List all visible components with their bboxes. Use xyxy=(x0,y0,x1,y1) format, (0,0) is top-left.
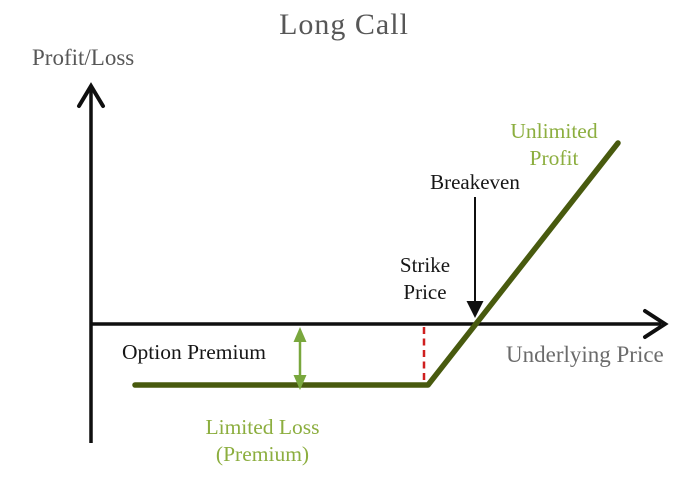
y-axis-label: Profit/Loss xyxy=(32,45,135,70)
strike-price-label: Strike Price xyxy=(383,252,467,306)
unlimited-profit-label-line2: Profit xyxy=(529,146,579,170)
option-premium-arrowhead-down-icon xyxy=(293,375,307,390)
limited-loss-label-line1: Limited Loss xyxy=(205,415,320,439)
limited-loss-label: Limited Loss (Premium) xyxy=(180,414,345,468)
x-axis-arrowhead-icon xyxy=(643,309,669,339)
strike-price-label-line2: Price xyxy=(403,280,447,304)
breakeven-arrowhead-icon xyxy=(466,301,484,318)
unlimited-profit-label: Unlimited Profit xyxy=(499,118,609,172)
strike-price-label-line1: Strike xyxy=(399,253,451,277)
long-call-payoff-line xyxy=(132,140,621,388)
unlimited-profit-label-line1: Unlimited xyxy=(510,119,598,143)
y-axis-arrowhead-icon xyxy=(77,82,105,108)
option-premium-arrowhead-up-icon xyxy=(293,327,307,342)
x-axis-label: Underlying Price xyxy=(506,342,664,367)
breakeven-label: Breakeven xyxy=(430,170,520,194)
option-premium-label: Option Premium xyxy=(122,340,266,364)
chart-title: Long Call xyxy=(279,8,409,41)
limited-loss-label-line2: (Premium) xyxy=(215,442,310,466)
